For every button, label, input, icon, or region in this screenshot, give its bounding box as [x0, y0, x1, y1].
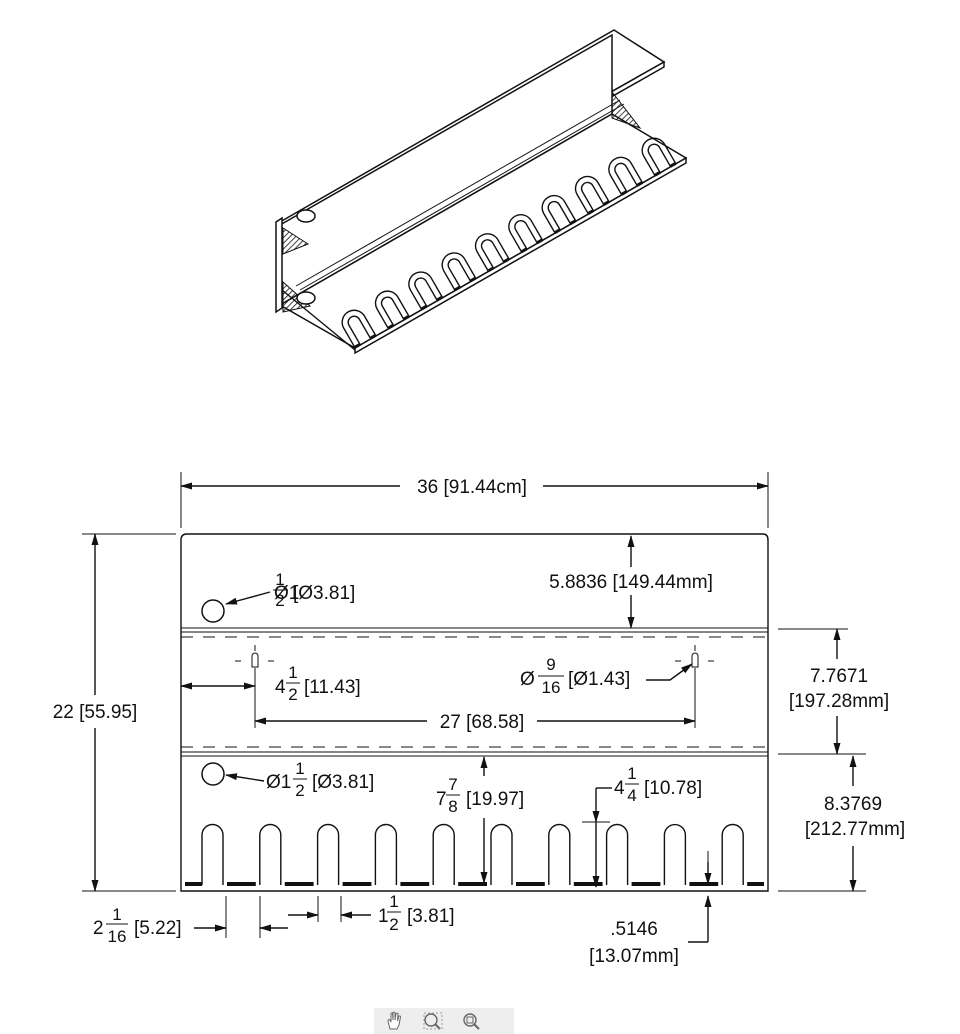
flange-segment: [284, 882, 314, 886]
iso-slots: [341, 137, 677, 349]
keyhole-right: [675, 645, 714, 668]
flange-segment: [747, 882, 764, 886]
iso-slot: [574, 175, 610, 215]
flange-segment: [185, 882, 202, 886]
dimensions: 36 [91.44cm] 22 [55.95] Ø1 1 2 [Ø3.81] 5…: [53, 472, 905, 967]
mount-hole: [296, 209, 316, 223]
bottom-hole-prefix: Ø1: [266, 772, 291, 793]
slot-spacing-den: 2: [389, 915, 398, 934]
overall-width-label: 36 [91.44cm]: [417, 477, 527, 498]
slot-width-label-2: [13.07mm]: [589, 946, 679, 967]
iso-slot: [508, 214, 544, 254]
keyhole-dia-den: 16: [542, 678, 561, 697]
slot: [316, 823, 340, 885]
flange-segment: [689, 882, 719, 886]
mount-hole: [296, 291, 316, 305]
top-hole-num: 1: [275, 570, 284, 589]
slot-height-whole: 4: [614, 778, 625, 799]
bottom-flange: [185, 882, 764, 886]
flange-segment: [400, 882, 430, 886]
slot: [663, 823, 687, 885]
top-hole-metric: [Ø3.81]: [293, 583, 355, 604]
bottom-hole-den: 2: [295, 781, 304, 800]
keyhole-spacing-label: 27 [68.58]: [440, 712, 525, 733]
iso-slot: [608, 156, 644, 196]
slot-depth-num: 7: [448, 775, 457, 794]
flange-segment: [516, 882, 545, 886]
keyhole-dia-metric: [Ø1.43]: [568, 669, 630, 690]
end-margin-metric: [5.22]: [134, 918, 182, 939]
slot: [432, 823, 455, 885]
end-margin-whole: 2: [93, 918, 104, 939]
iso-slot: [408, 271, 444, 311]
flange-segment: [573, 882, 603, 886]
slot: [201, 823, 224, 885]
keyhole-offset-whole: 4: [275, 677, 286, 698]
slot: [721, 823, 744, 885]
slot-depth-metric: [19.97]: [466, 789, 524, 810]
bottom-hole-num: 1: [295, 759, 304, 778]
slot: [605, 823, 629, 885]
keyhole-left: [235, 645, 274, 668]
mid-height-label-1: 7.7671: [810, 666, 868, 687]
keyhole-offset-metric: [11.43]: [304, 677, 361, 698]
front-outline: [180, 533, 769, 892]
zoom-window-icon[interactable]: [420, 1010, 446, 1032]
hand-pan-icon[interactable]: [382, 1010, 408, 1032]
mount-hole-top: [201, 599, 225, 623]
keyhole-dia-num: 9: [546, 655, 555, 674]
slot-spacing-metric: [3.81]: [407, 906, 455, 927]
slot: [374, 823, 398, 885]
slot: [548, 823, 571, 885]
iso-slot: [441, 252, 477, 292]
mid-height-label-2: [197.28mm]: [789, 691, 889, 712]
keyhole-dia-prefix: Ø: [520, 669, 535, 690]
slot-height-metric: [10.78]: [644, 778, 702, 799]
front-view: [180, 533, 769, 892]
slot-spacing-whole: 1: [378, 906, 389, 927]
slot: [259, 823, 282, 885]
slot-depth-whole: 7: [436, 789, 447, 810]
slot-height-num: 1: [627, 764, 636, 783]
front-slots: [201, 823, 744, 885]
slot: [490, 823, 513, 885]
flange-segment: [458, 882, 487, 886]
zoom-fit-icon[interactable]: [458, 1010, 484, 1032]
bottom-height-label-2: [212.77mm]: [805, 819, 905, 840]
end-plate: [275, 216, 283, 314]
bottom-hole-metric: [Ø3.81]: [312, 772, 374, 793]
gusset: [282, 227, 310, 255]
bottom-height-label-1: 8.3769: [824, 794, 882, 815]
top-hole-label: Ø1: [274, 583, 299, 604]
overall-height-label: 22 [55.95]: [53, 702, 138, 723]
slot-height-den: 4: [627, 786, 636, 805]
flange-segment: [631, 882, 661, 886]
gusset: [611, 90, 642, 130]
end-margin-den: 16: [108, 927, 127, 946]
keyhole-offset-num: 1: [288, 663, 297, 682]
end-margin-num: 1: [112, 905, 121, 924]
keyhole-offset-den: 2: [288, 685, 297, 704]
flange-segment: [342, 882, 372, 886]
slot-width-label-1: .5146: [610, 919, 658, 940]
flange-segment: [227, 882, 256, 886]
isometric-view: [275, 29, 688, 355]
slot-spacing-num: 1: [389, 892, 398, 911]
mount-hole-bottom: [201, 762, 225, 786]
viewer-toolbar: [374, 1008, 514, 1034]
slot-depth-den: 8: [448, 797, 457, 816]
iso-slot: [641, 137, 677, 177]
iso-slot: [341, 309, 377, 349]
top-depth-label: 5.8836 [149.44mm]: [549, 572, 713, 593]
iso-slot: [374, 290, 410, 330]
top-hole-den: 2: [275, 591, 284, 610]
iso-slot: [541, 194, 577, 234]
